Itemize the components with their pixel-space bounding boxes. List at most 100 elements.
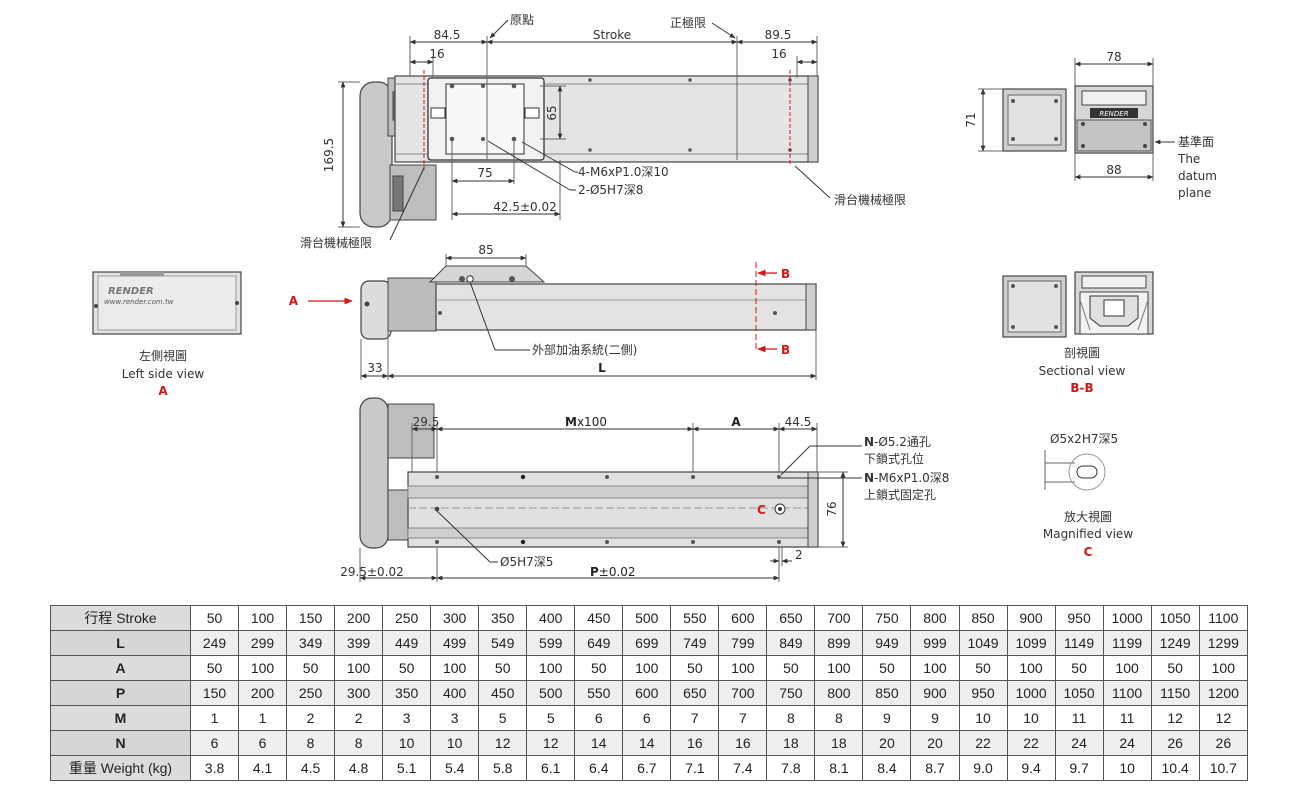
spec-cell: 850 <box>958 605 1008 631</box>
spec-cell: 50 <box>189 605 240 631</box>
spec-cell: 100 <box>526 655 576 681</box>
sectional-title-en: Sectional view <box>1039 364 1126 378</box>
spec-cell: 50 <box>862 655 912 681</box>
left-side-title-en: Left side view <box>122 367 205 381</box>
spec-cell: 8.4 <box>862 755 912 781</box>
end-view-badge: RENDER <box>1099 110 1128 118</box>
origin-label: 原點 <box>510 13 534 27</box>
spec-cell: 50 <box>286 655 336 681</box>
spec-cell: 10 <box>958 705 1008 731</box>
spec-cell: 9 <box>862 705 912 731</box>
spec-cell: 400 <box>430 680 480 706</box>
spec-cell: 10 <box>1006 705 1056 731</box>
spec-cell: 299 <box>238 630 288 656</box>
spec-row-label: P <box>50 680 191 706</box>
spec-cell: 7.4 <box>718 755 768 781</box>
spec-cell: 100 <box>238 605 288 631</box>
spec-cell: 550 <box>574 680 624 706</box>
spec-cell: 50 <box>189 655 240 681</box>
spec-cell: 100 <box>718 655 768 681</box>
spec-cell: 549 <box>478 630 528 656</box>
spec-cell: 1000 <box>1006 680 1056 706</box>
spec-cell: 5.1 <box>382 755 432 781</box>
dim-65: 65 <box>545 105 559 120</box>
spec-cell: 249 <box>189 630 240 656</box>
spec-cell: 100 <box>1102 655 1152 681</box>
spec-cell: 5 <box>526 705 576 731</box>
note-n-upper-lock: 上鎖式固定孔 <box>864 487 936 502</box>
spec-cell: 11 <box>1102 705 1152 731</box>
spec-cell: 3.8 <box>189 755 240 781</box>
spec-cell: 50 <box>766 655 816 681</box>
bottom-view: 29.5 Mx100 A 44.5 N-Ø5.2通孔 下鎖式孔位 N-M6xP1… <box>340 397 949 582</box>
dim-71: 71 <box>964 112 978 127</box>
spec-cell: 6.4 <box>574 755 624 781</box>
spec-cell: 16 <box>718 730 768 756</box>
spec-cell: 300 <box>430 605 480 631</box>
spec-cell: 8.1 <box>814 755 864 781</box>
dim-75: 75 <box>477 166 492 180</box>
dim-L: L <box>598 361 606 375</box>
spec-cell: 2 <box>334 705 384 731</box>
spec-cell: 3 <box>382 705 432 731</box>
spec-cell: 24 <box>1102 730 1152 756</box>
spec-row-label: A <box>50 655 191 681</box>
spec-cell: 10 <box>430 730 480 756</box>
spec-cell: 1050 <box>1054 680 1104 706</box>
spec-cell: 200 <box>334 605 384 631</box>
top-view: 84.5 Stroke 89.5 16 16 原點 正極限 169.5 65 7… <box>300 13 906 250</box>
spec-cell: 500 <box>526 680 576 706</box>
spec-cell: 2 <box>286 705 336 731</box>
mech-limit-left: 滑台機械極限 <box>300 235 372 250</box>
spec-cell: 350 <box>382 680 432 706</box>
magnified-title-en: Magnified view <box>1043 527 1133 541</box>
oil-system-note: 外部加油系統(二側) <box>532 342 637 357</box>
spec-cell: 1049 <box>958 630 1008 656</box>
spec-cell: 12 <box>526 730 576 756</box>
spec-cell: 799 <box>718 630 768 656</box>
dim-2: 2 <box>795 548 803 562</box>
note-d5-hole: 2-Ø5H7深8 <box>578 183 643 197</box>
spec-cell: 1100 <box>1102 680 1152 706</box>
spec-cell: 650 <box>670 680 720 706</box>
magnified-title-cn: 放大視圖 <box>1064 509 1112 524</box>
spec-cell: 1 <box>238 705 288 731</box>
spec-cell: 24 <box>1054 730 1104 756</box>
spec-cell: 1100 <box>1198 605 1249 631</box>
spec-cell: 1199 <box>1102 630 1152 656</box>
spec-cell: 100 <box>430 655 480 681</box>
dim-44-5: 44.5 <box>785 415 812 429</box>
spec-cell: 9.4 <box>1006 755 1056 781</box>
dim-m-x100: Mx100 <box>565 415 607 429</box>
spec-cell: 50 <box>574 655 624 681</box>
spec-cell: 7 <box>718 705 768 731</box>
spec-cell: 11 <box>1054 705 1104 731</box>
note-n-through-hole: N-Ø5.2通孔 <box>864 435 931 449</box>
spec-cell: 12 <box>1150 705 1200 731</box>
spec-cell: 1200 <box>1198 680 1249 706</box>
dim-p: P±0.02 <box>590 565 636 579</box>
spec-cell: 3 <box>430 705 480 731</box>
spec-cell: 800 <box>910 605 960 631</box>
spec-cell: 5 <box>478 705 528 731</box>
note-n-lower-lock: 下鎖式孔位 <box>864 451 924 466</box>
spec-cell: 20 <box>862 730 912 756</box>
spec-cell: 750 <box>862 605 912 631</box>
top-motor-cover <box>359 81 393 228</box>
spec-cell: 450 <box>478 680 528 706</box>
magnified-letter: C <box>1084 545 1093 559</box>
spec-cell: 14 <box>574 730 624 756</box>
side-arrow-b-bottom: B <box>781 343 790 357</box>
spec-cell: 22 <box>1006 730 1056 756</box>
spec-cell: 20 <box>910 730 960 756</box>
spec-cell: 6 <box>574 705 624 731</box>
datum-en-2: datum <box>1178 169 1217 183</box>
spec-cell: 749 <box>670 630 720 656</box>
spec-cell: 18 <box>766 730 816 756</box>
spec-cell: 200 <box>238 680 288 706</box>
